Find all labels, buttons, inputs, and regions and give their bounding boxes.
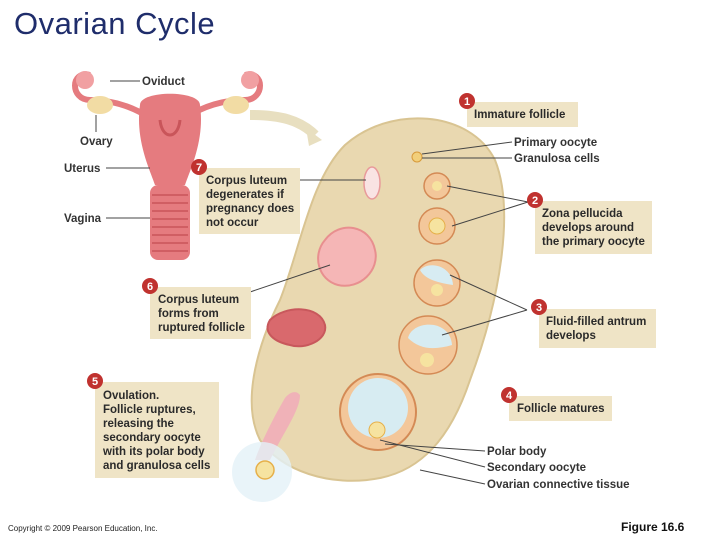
uterus-shape xyxy=(138,93,202,185)
label-uterus: Uterus xyxy=(64,163,100,175)
step-5: 5 Ovulation. Follicle ruptures, releasin… xyxy=(87,373,219,478)
step-7-number: 7 xyxy=(196,162,202,174)
step-5-text-2: Follicle ruptures, xyxy=(103,404,196,416)
step-2-text-1: Zona pellucida xyxy=(542,208,623,220)
label-ovarian-connective-tissue: Ovarian connective tissue xyxy=(487,479,630,491)
step-1-number: 1 xyxy=(464,96,470,108)
step-4-text: Follicle matures xyxy=(517,403,605,415)
ovary-shape xyxy=(87,96,113,114)
vagina-shape xyxy=(150,185,190,260)
step-3-text-2: develops xyxy=(546,330,596,342)
released-oocyte xyxy=(255,460,275,480)
label-oviduct: Oviduct xyxy=(142,76,185,88)
step-4-number: 4 xyxy=(506,390,513,402)
label-ovary: Ovary xyxy=(80,136,113,148)
step-3-number: 3 xyxy=(536,302,542,314)
figure-number: Figure 16.6 xyxy=(621,520,685,534)
step-3: 3 Fluid-filled antrum develops xyxy=(531,299,656,348)
step-3-text-1: Fluid-filled antrum xyxy=(546,316,646,328)
reproductive-tract-illustration xyxy=(72,71,263,260)
step-2: 2 Zona pellucida develops around the pri… xyxy=(527,192,652,254)
step-6-text-1: Corpus luteum xyxy=(158,294,239,306)
step-2-number: 2 xyxy=(532,195,538,207)
label-vagina: Vagina xyxy=(64,213,102,225)
step-5-text-4: secondary oocyte xyxy=(103,432,201,444)
label-granulosa-cells: Granulosa cells xyxy=(514,153,600,165)
label-primary-oocyte: Primary oocyte xyxy=(514,137,597,149)
label-secondary-oocyte: Secondary oocyte xyxy=(487,462,586,474)
step-5-text-1: Ovulation. xyxy=(103,390,159,402)
immature-follicle xyxy=(411,151,423,163)
step-2-text-3: the primary oocyte xyxy=(542,236,645,248)
label-polar-body: Polar body xyxy=(487,446,547,458)
step-5-number: 5 xyxy=(92,376,98,388)
step-5-text-5: with its polar body xyxy=(102,446,205,458)
step-7-text-1: Corpus luteum xyxy=(206,175,287,187)
copyright-notice: Copyright © 2009 Pearson Education, Inc. xyxy=(8,524,158,533)
step-7-text-3: pregnancy does xyxy=(206,203,294,215)
corpus-albicans xyxy=(363,166,381,200)
step-1-text: Immature follicle xyxy=(474,109,565,121)
step-7-text-4: not occur xyxy=(206,217,259,229)
step-6-text-3: ruptured follicle xyxy=(158,322,245,334)
step-6-number: 6 xyxy=(147,281,153,293)
ruptured-follicle xyxy=(266,308,327,348)
step-5-text-6: and granulosa cells xyxy=(103,460,210,472)
step-2-text-2: develops around xyxy=(542,222,634,234)
step-1: 1 Immature follicle xyxy=(459,93,578,127)
corpus-luteum xyxy=(317,226,377,287)
step-6: 6 Corpus luteum forms from ruptured foll… xyxy=(142,278,251,339)
step-4: 4 Follicle matures xyxy=(501,387,612,421)
step-7-text-2: degenerates if xyxy=(206,189,284,201)
slide-title: Ovarian Cycle xyxy=(14,6,216,41)
step-6-text-2: forms from xyxy=(158,308,219,320)
step-7: 7 Corpus luteum degenerates if pregnancy… xyxy=(191,159,300,234)
step-5-text-3: releasing the xyxy=(103,418,174,430)
